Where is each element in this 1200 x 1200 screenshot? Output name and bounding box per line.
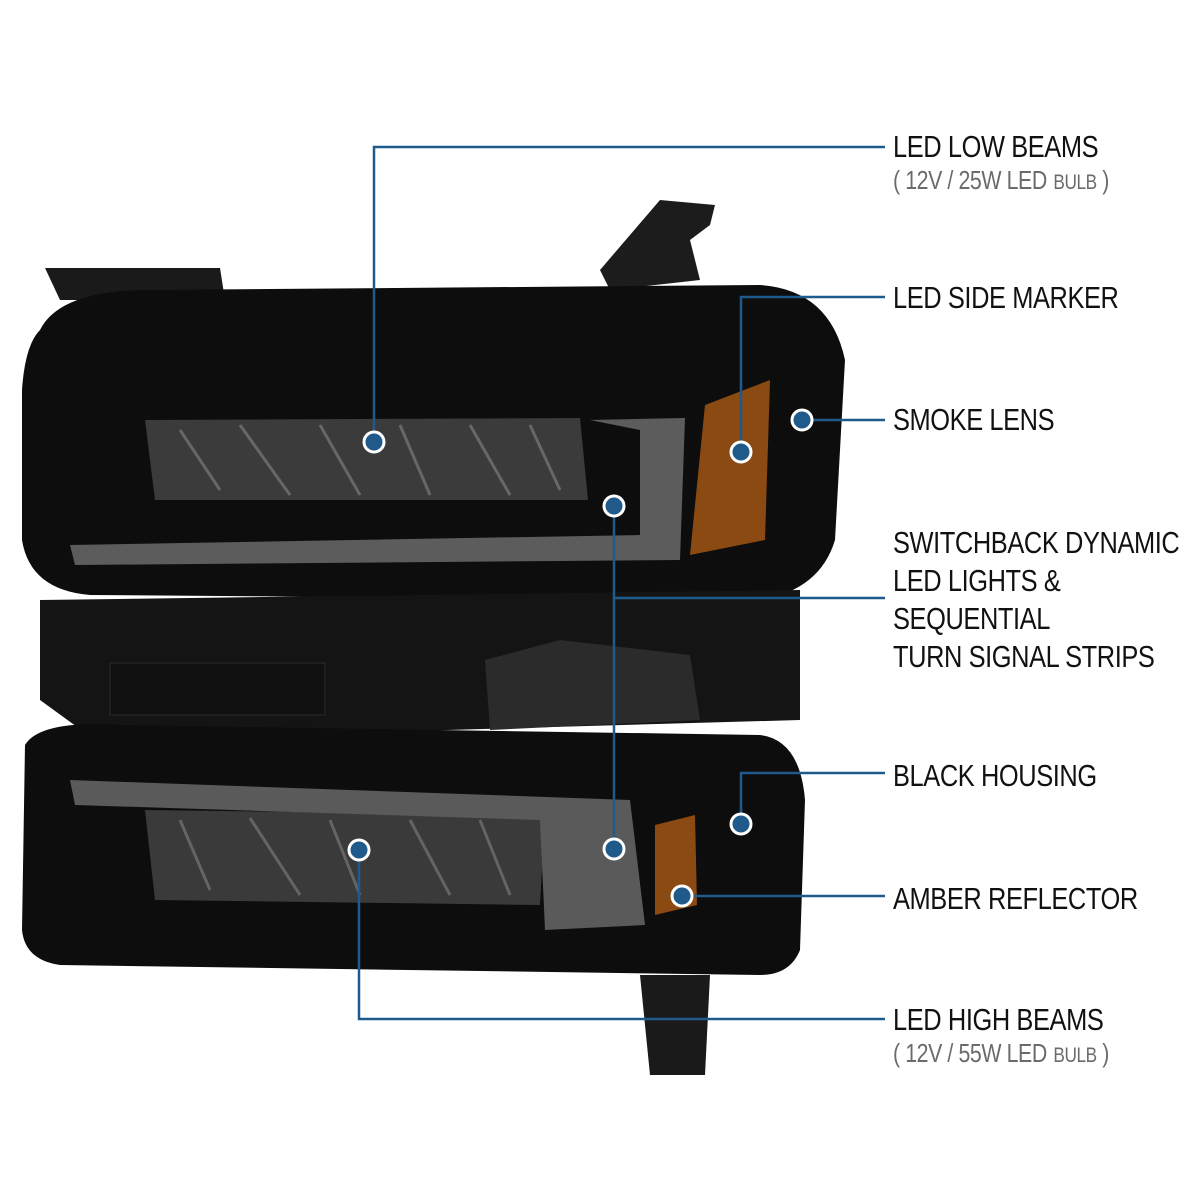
callout-dot-black-housing — [729, 812, 753, 836]
top-right-bracket — [600, 200, 715, 290]
spec-unit: BULB — [1053, 171, 1097, 194]
callout-dot-low-beams — [362, 430, 386, 454]
callout-title: BLACK HOUSING — [893, 758, 1097, 793]
callout-dot-switchback-upper — [602, 494, 626, 518]
callout-dot-high-beams — [347, 838, 371, 862]
spec-main: 12V / 25W LED — [905, 165, 1047, 195]
callout-title: LED HIGH BEAMS — [893, 1002, 1104, 1037]
label-smoke-lens: SMOKE LENS — [893, 401, 1055, 439]
callout-line-high-beams — [357, 850, 885, 1021]
switchback-strip-upper — [70, 418, 685, 565]
callout-dot-smoke-lens — [790, 408, 814, 432]
callout-line-side-marker — [739, 295, 885, 452]
callout-title: LED LOW BEAMS — [893, 129, 1099, 164]
callout-line-text: SEQUENTIAL — [893, 601, 1050, 636]
side-marker-amber — [690, 380, 770, 555]
callout-title: AMBER REFLECTOR — [893, 881, 1138, 916]
callout-title: LED SIDE MARKER — [893, 280, 1119, 315]
bottom-bracket — [640, 975, 710, 1075]
callout-line-black-housing — [739, 771, 885, 824]
label-plate — [109, 662, 326, 716]
callout-dot-side-marker — [729, 440, 753, 464]
callout-line-text: TURN SIGNAL STRIPS — [893, 639, 1155, 674]
label-amber-reflector: AMBER REFLECTOR — [893, 880, 1138, 918]
label-black-housing: BLACK HOUSING — [893, 757, 1097, 795]
callout-line-low-beams — [372, 145, 885, 442]
spec-unit: BULB — [1053, 1044, 1097, 1067]
callout-line-text: SWITCHBACK DYNAMIC — [893, 525, 1180, 560]
mount-tab — [485, 640, 700, 730]
callout-dot-amber-reflector — [670, 884, 694, 908]
callout-line-text: LED LIGHTS & — [893, 563, 1061, 598]
label-switchback: SWITCHBACK DYNAMIC LED LIGHTS & SEQUENTI… — [893, 524, 1180, 676]
callout-title: SMOKE LENS — [893, 402, 1055, 437]
label-led-side-marker: LED SIDE MARKER — [893, 279, 1119, 317]
spec-main: 12V / 55W LED — [905, 1038, 1047, 1068]
low-beam-lens — [145, 418, 588, 500]
callout-dot-switchback-lower — [602, 837, 626, 861]
switchback-strip-lower — [70, 780, 645, 930]
